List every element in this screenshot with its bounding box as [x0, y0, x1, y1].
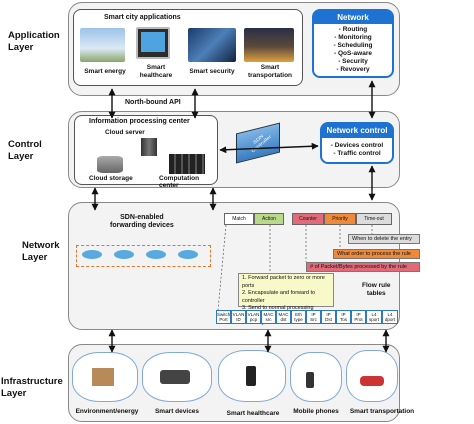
phone-icon: [246, 366, 256, 386]
watch-icon: [160, 370, 190, 384]
server-rack-image: [141, 138, 157, 156]
application-layer-label: Application Layer: [8, 30, 60, 53]
north-bound-api-label: North-bound API: [125, 99, 181, 106]
smart-healthcare-infra-label: Smart healthcare: [226, 410, 280, 417]
smart-city-panel: Smart city applications Smart energy Sma…: [73, 9, 303, 86]
action-item: 1. Forward packet to zero or more ports: [242, 275, 325, 289]
network-applications-list: - Routing - Monitoring - Scheduling - Qo…: [314, 26, 392, 74]
mobile-phone-icon: [306, 372, 314, 388]
priority-note: What order to process the rule: [333, 249, 420, 259]
mobile-phones-label: Mobile phones: [293, 408, 339, 415]
phones-cloud: [290, 352, 342, 402]
tablet-image: [136, 27, 170, 59]
app-item: - Scheduling: [333, 42, 373, 49]
switch-icon: [146, 250, 166, 259]
app-item: - QoS-aware: [334, 50, 372, 57]
car-icon: [360, 376, 384, 386]
switch-network-diagram: [76, 237, 211, 275]
security-camera-image: [188, 28, 236, 62]
wind-turbine-image: [80, 28, 125, 62]
app-item: - Security: [338, 58, 368, 65]
smart-security-label: Smart security: [189, 68, 235, 75]
match-field: MAC dst: [276, 310, 291, 324]
flow-match-cell: Match: [224, 213, 254, 225]
infrastructure-layer-label: Infrastructure Layer: [1, 376, 63, 399]
smart-transportation-infra-label: Smart transportation: [349, 408, 415, 415]
transportation-cloud: [346, 350, 398, 402]
network-layer-label: Network Layer: [22, 240, 60, 263]
cloud-server-label: Cloud server: [105, 129, 145, 136]
smart-energy-label: Smart energy: [84, 68, 126, 75]
app-item: - Monitoring: [334, 34, 372, 41]
network-applications-title: Network applications: [314, 11, 392, 35]
arrow: [219, 142, 319, 154]
match-field: IP Dst: [321, 310, 336, 324]
network-control-list: - Devices control - Traffic control: [322, 142, 392, 158]
flow-timeout-cell: Time-out: [356, 213, 392, 225]
control-layer-label: Control Layer: [8, 139, 42, 162]
cloud-storage-label: Cloud storage: [89, 175, 133, 182]
flow-connector: [217, 224, 227, 311]
smart-city-title: Smart city applications: [104, 14, 181, 21]
house-icon: [92, 368, 114, 386]
smart-transportation-label: Smart transportation: [247, 64, 293, 79]
match-field: Switch Port: [216, 310, 231, 324]
match-field: VLAN ID: [231, 310, 246, 324]
network-control-title: Network control: [322, 124, 392, 138]
action-item: 2. Encapsulate and forward to controller: [242, 290, 316, 304]
forwarding-devices-label: SDN-enabled forwarding devices: [110, 214, 174, 229]
switch-icon: [178, 250, 198, 259]
computation-center-label: Computation center: [159, 175, 200, 189]
match-field: IP Tos: [336, 310, 351, 324]
match-field: MAC src: [261, 310, 276, 324]
flow-counter-cell: Counter: [292, 213, 324, 225]
network-applications-panel: Network applications - Routing - Monitor…: [312, 9, 394, 78]
flow-priority-cell: Priority: [324, 213, 356, 225]
match-field: Eth type: [291, 310, 306, 324]
smart-devices-label: Smart devices: [154, 408, 200, 415]
app-item: - Revovery: [336, 66, 370, 73]
computation-center-image: [169, 154, 205, 174]
info-processing-panel: Information processing center Cloud serv…: [74, 115, 218, 189]
switch-icon: [114, 250, 134, 259]
match-field: IP Src: [306, 310, 321, 324]
app-item: - Routing: [338, 26, 368, 33]
match-field: L4 dport: [382, 310, 398, 324]
timeout-note: When to delete the entry: [348, 234, 420, 244]
control-item: - Traffic control: [333, 150, 381, 157]
traffic-image: [244, 28, 294, 62]
environment-energy-label: Environment/energy: [75, 408, 139, 415]
info-center-title: Information processing center: [89, 118, 190, 125]
cloud-storage-image: [97, 156, 123, 173]
flow-rule-tables-label: Flow rule tables: [362, 282, 391, 297]
match-field: VLAN pcp: [246, 310, 261, 324]
match-field: L4 sport: [366, 310, 382, 324]
network-control-panel: Network control - Devices control - Traf…: [320, 122, 394, 164]
switch-icon: [82, 250, 102, 259]
counter-note: # of Packet/Bytes processed by the rule: [306, 262, 420, 272]
flow-action-cell: Action: [254, 213, 284, 225]
smart-healthcare-label: Smart healthcare: [139, 64, 173, 79]
match-field: IP Prot: [351, 310, 366, 324]
control-item: - Devices control: [330, 142, 384, 149]
